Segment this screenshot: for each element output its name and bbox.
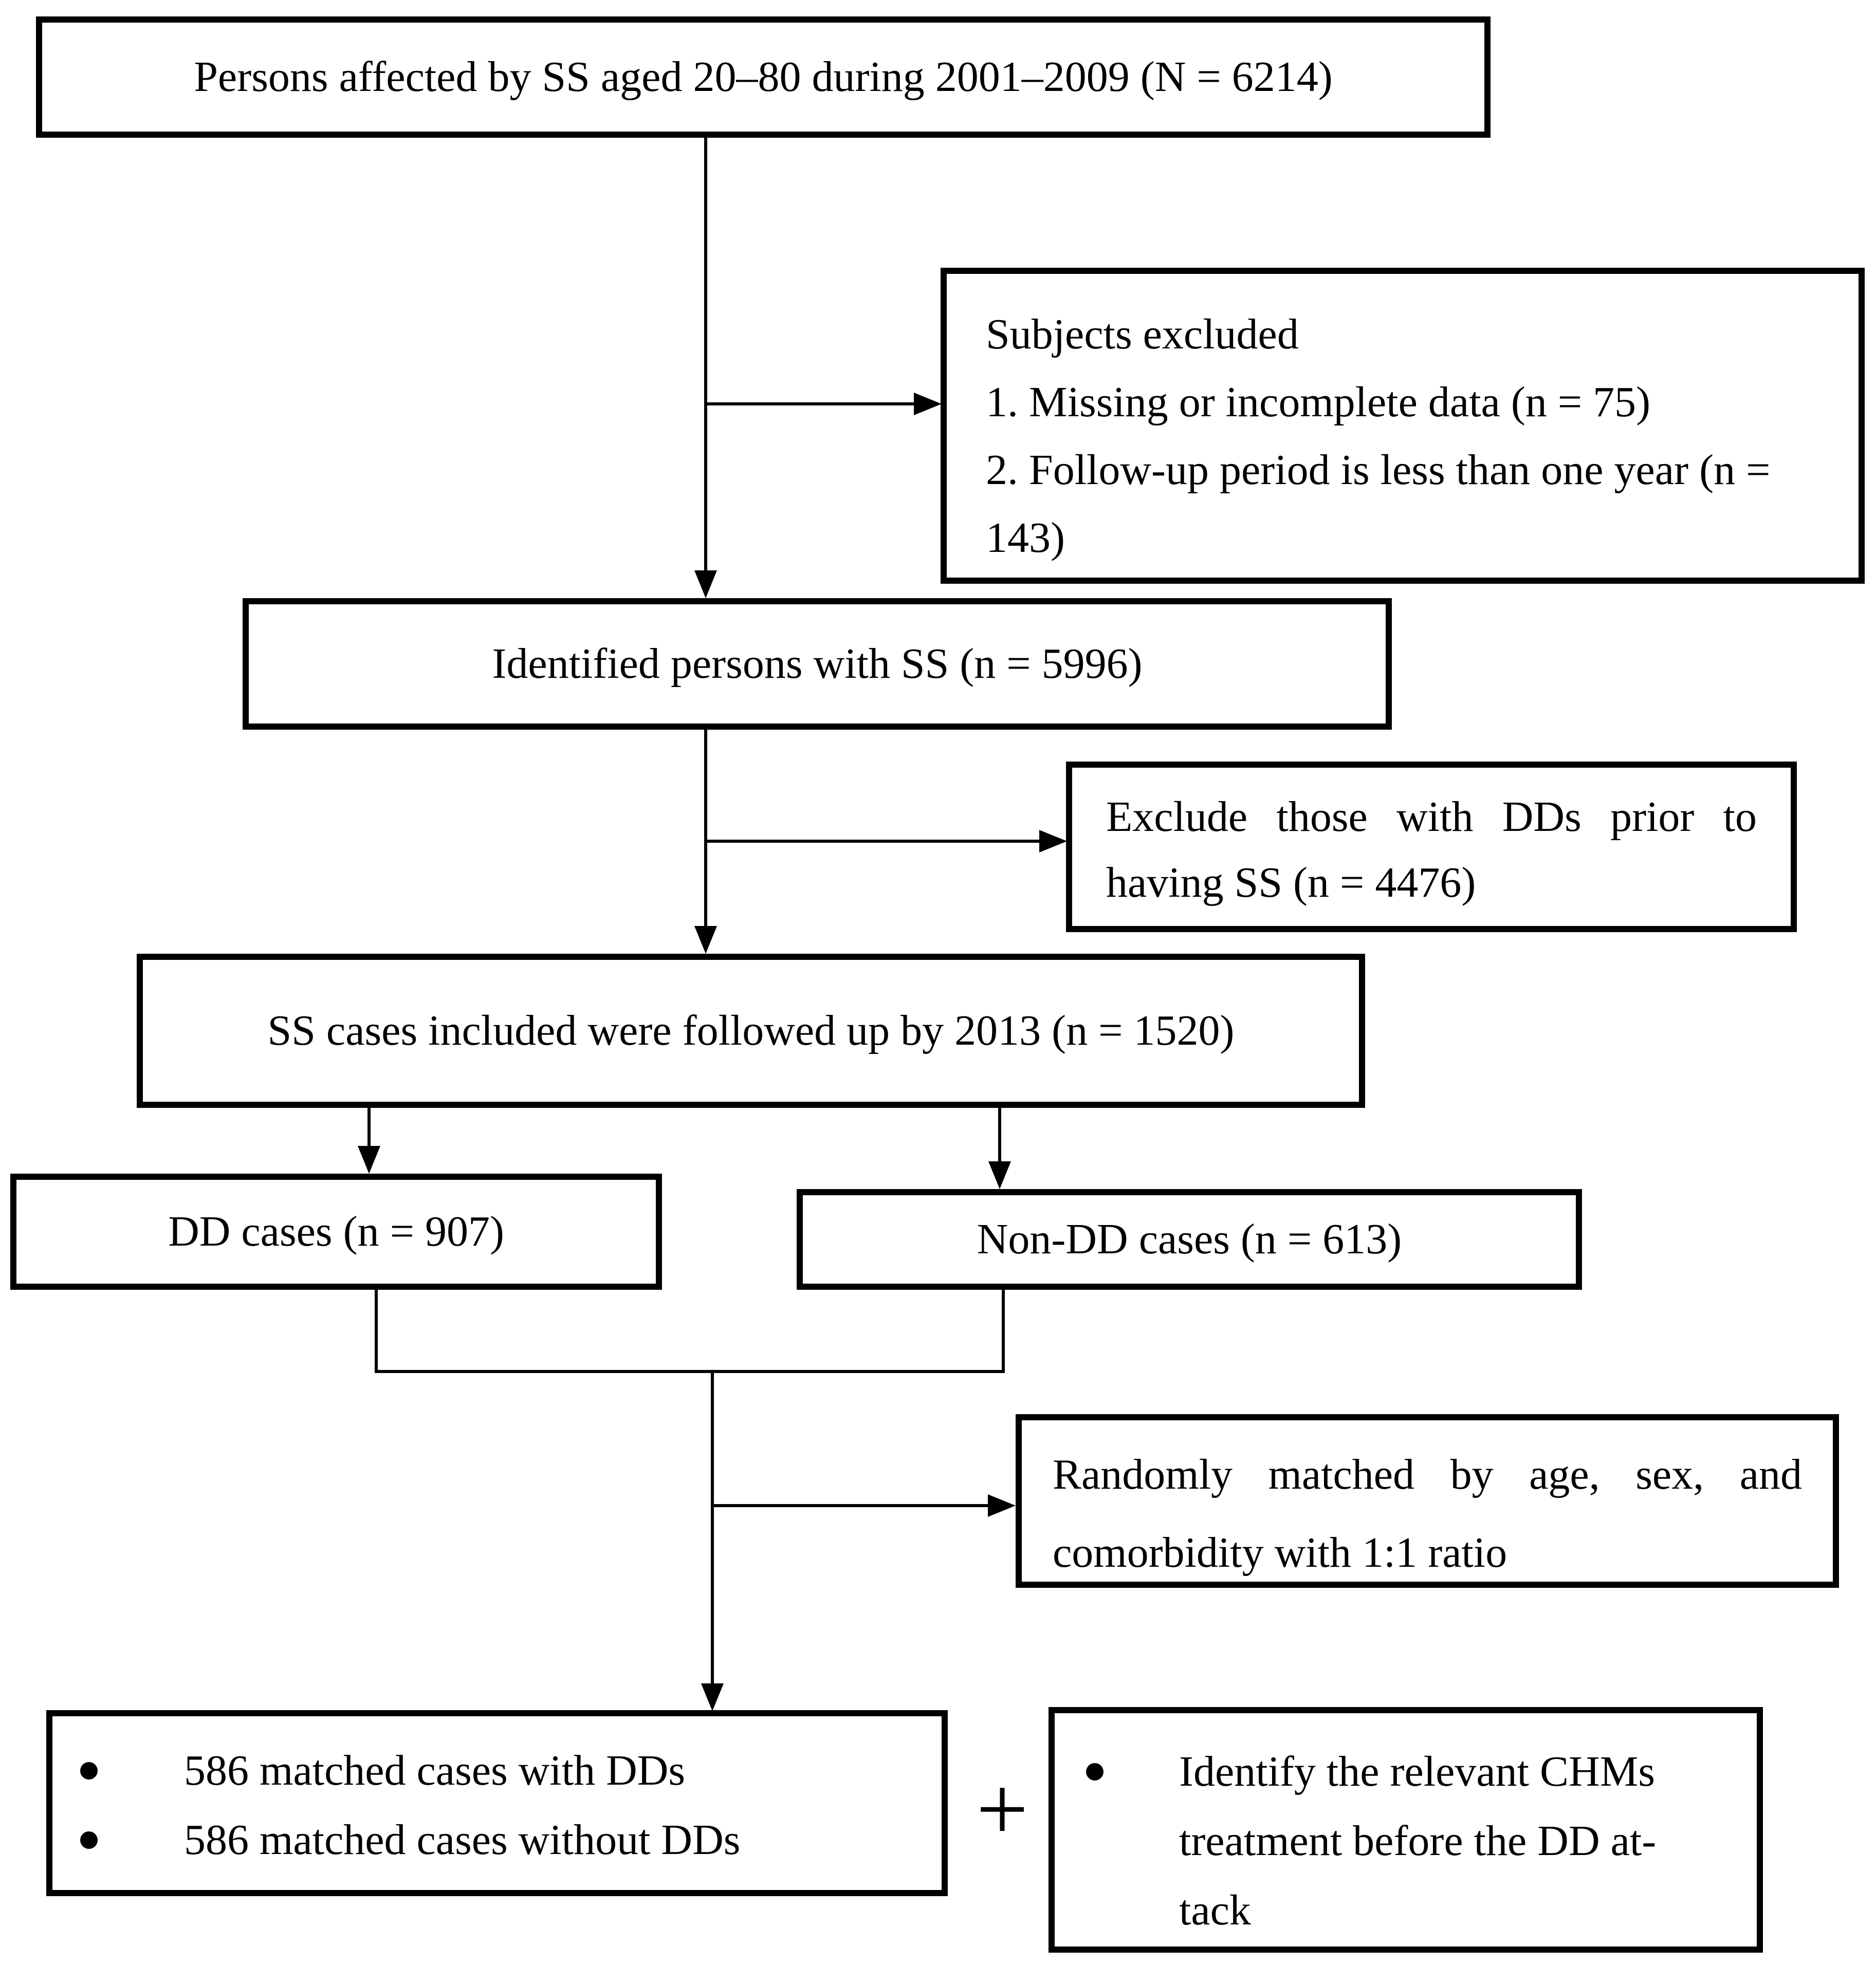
excluded-line-1: Subjects excluded (986, 310, 1299, 358)
flow-box-followed: SS cases included were followed up by 20… (137, 954, 1365, 1108)
arrowhead-into-exclude-dd (1039, 830, 1067, 852)
arrowhead-into-dd (358, 1146, 380, 1174)
connector-followed-to-dd (367, 1108, 371, 1147)
plus-sign: + (976, 1757, 1028, 1860)
flow-box-non-dd-cases: Non-DD cases (n = 613) (797, 1189, 1582, 1290)
exclude-dd-line-1: Exclude those with DDs prior to (1106, 793, 1757, 841)
bullet-icon (1086, 1763, 1103, 1781)
connector-to-random (712, 1504, 990, 1507)
matched-bullet-row-1: 586 matched cases with DDs (80, 1736, 931, 1805)
flow-box-persons-affected: Persons affected by SS aged 20–80 during… (36, 16, 1491, 138)
flow-box-identified: Identified persons with SS (n = 5996) (243, 598, 1392, 730)
arrowhead-into-identified (694, 570, 717, 598)
flow-box-subjects-excluded: Subjects excluded 1. Missing or incomple… (941, 268, 1865, 584)
flow-box-non-dd-cases-text: Non-DD cases (n = 613) (977, 1215, 1402, 1264)
connector-merge-to-matched (711, 1370, 714, 1684)
excluded-line-3: 2. Follow-up period is less than one yea… (986, 446, 1771, 494)
flow-box-dd-cases: DD cases (n = 907) (10, 1174, 662, 1290)
flow-box-matched-cases: 586 matched cases with DDs 586 matched c… (46, 1710, 948, 1896)
connector-identified-to-followed (704, 730, 707, 927)
flow-box-identify-chms: Identify the relevant CHMs treatment bef… (1049, 1707, 1763, 1953)
excluded-line-2: 1. Missing or incomplete data (n = 75) (986, 378, 1651, 426)
identify-line-1: Identify the relevant CHMs (1179, 1748, 1656, 1795)
bullet-icon (80, 1762, 98, 1779)
arrowhead-into-random (988, 1494, 1016, 1517)
arrowhead-into-excluded (914, 393, 942, 415)
random-line-1: Randomly matched by age, sex, and (1053, 1451, 1802, 1498)
flow-box-persons-affected-text: Persons affected by SS aged 20–80 during… (194, 53, 1333, 101)
random-line-2: comorbidity with 1:1 ratio (1053, 1529, 1507, 1577)
arrowhead-into-non-dd (988, 1161, 1011, 1189)
matched-item-1: 586 matched cases with DDs (184, 1747, 686, 1794)
arrowhead-into-followed (694, 926, 717, 954)
connector-dd-down (375, 1290, 378, 1373)
flow-box-random-matched: Randomly matched by age, sex, and comorb… (1016, 1414, 1839, 1588)
connector-to-exclude-dd (706, 840, 1043, 843)
exclude-dd-line-2: having SS (n = 4476) (1106, 859, 1476, 906)
connector-followed-to-non-dd (998, 1108, 1001, 1162)
connector-non-dd-down (1002, 1290, 1005, 1373)
connector-top-to-identified (704, 138, 707, 573)
bullet-icon (80, 1831, 98, 1849)
matched-item-2: 586 matched cases without DDs (184, 1816, 741, 1864)
flow-box-exclude-dd: Exclude those with DDs prior to having S… (1066, 762, 1797, 932)
flow-box-followed-text: SS cases included were followed up by 20… (267, 1007, 1235, 1055)
connector-merge-horizontal (375, 1370, 1005, 1373)
excluded-line-4: 143) (986, 514, 1065, 562)
identify-line-2: treatment before the DD at- (1179, 1817, 1657, 1865)
identify-bullet-row: Identify the relevant CHMs (1086, 1737, 1741, 1806)
arrowhead-into-matched (701, 1683, 724, 1711)
flow-box-dd-cases-text: DD cases (n = 907) (168, 1208, 504, 1256)
matched-bullet-row-2: 586 matched cases without DDs (80, 1805, 931, 1875)
identify-line-3: tack (1179, 1886, 1251, 1934)
connector-to-excluded (706, 402, 917, 405)
flow-box-identified-text: Identified persons with SS (n = 5996) (492, 640, 1143, 688)
